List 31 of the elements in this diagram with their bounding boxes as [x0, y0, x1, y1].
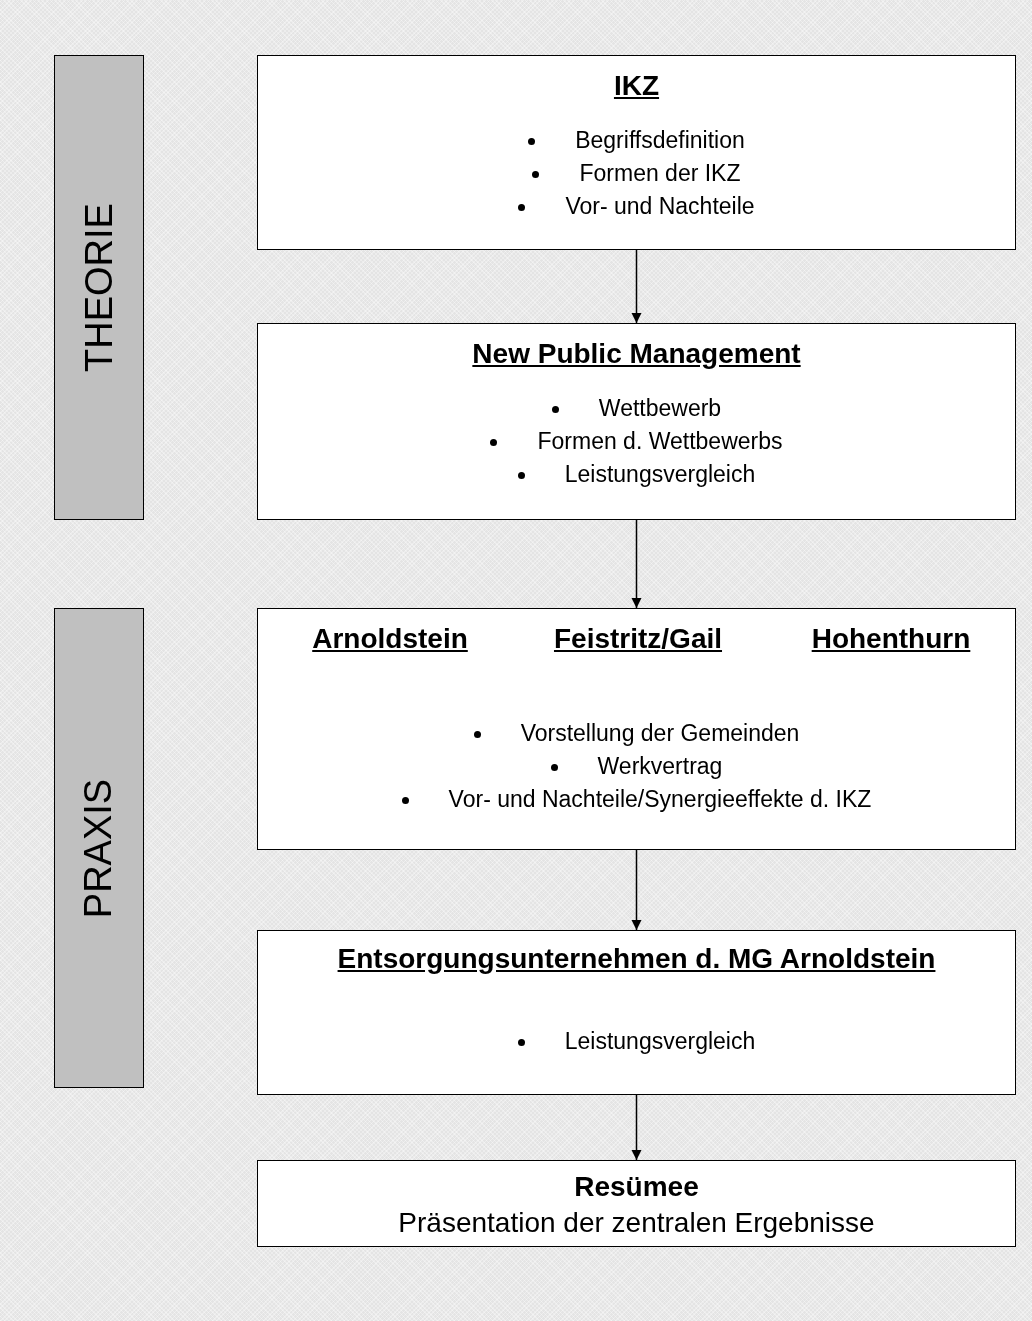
arrow: [631, 1094, 642, 1161]
bullet-text: Wettbewerb: [598, 395, 722, 421]
process-box: [257, 608, 1016, 850]
bullet-text: Vor- und Nachteile/Synergieeffekte d. IKZ: [448, 786, 872, 812]
box-heading: New Public Management: [472, 338, 801, 370]
box-heading: Hohenthurn: [811, 623, 971, 655]
box-heading: Entsorgungsunternehmen d. MG Arnoldstein: [337, 943, 936, 975]
section-band: [54, 55, 144, 520]
bullet-text: Leistungsvergleich: [564, 461, 756, 487]
box-heading: Arnoldstein: [312, 623, 468, 655]
process-box: [257, 323, 1016, 520]
bullet-text: Formen d. Wettbewerbs: [537, 428, 783, 454]
bullet-text: Werkvertrag: [597, 753, 723, 779]
section-label: PRAXIS: [77, 778, 121, 918]
arrow: [631, 249, 642, 324]
process-box: [257, 55, 1016, 250]
box-heading: IKZ: [613, 70, 660, 102]
section-band: [54, 608, 144, 1088]
process-box: [257, 930, 1016, 1095]
box-heading: Feistritz/Gail: [554, 623, 722, 655]
box-heading: Resümee: [573, 1171, 700, 1203]
process-box: [257, 1160, 1016, 1247]
arrow: [631, 519, 642, 609]
arrow: [631, 849, 642, 931]
section-label: THEORIE: [77, 203, 121, 372]
bullet-text: Vor- und Nachteile: [565, 193, 755, 219]
bullet-text: Vorstellung der Gemeinden: [520, 720, 800, 746]
bullet-text: Leistungsvergleich: [564, 1028, 756, 1054]
box-subtitle: Präsentation der zentralen Ergebnisse: [397, 1207, 876, 1239]
bullet-text: Begriffsdefinition: [575, 127, 745, 153]
bullet-text: Formen der IKZ: [579, 160, 741, 186]
